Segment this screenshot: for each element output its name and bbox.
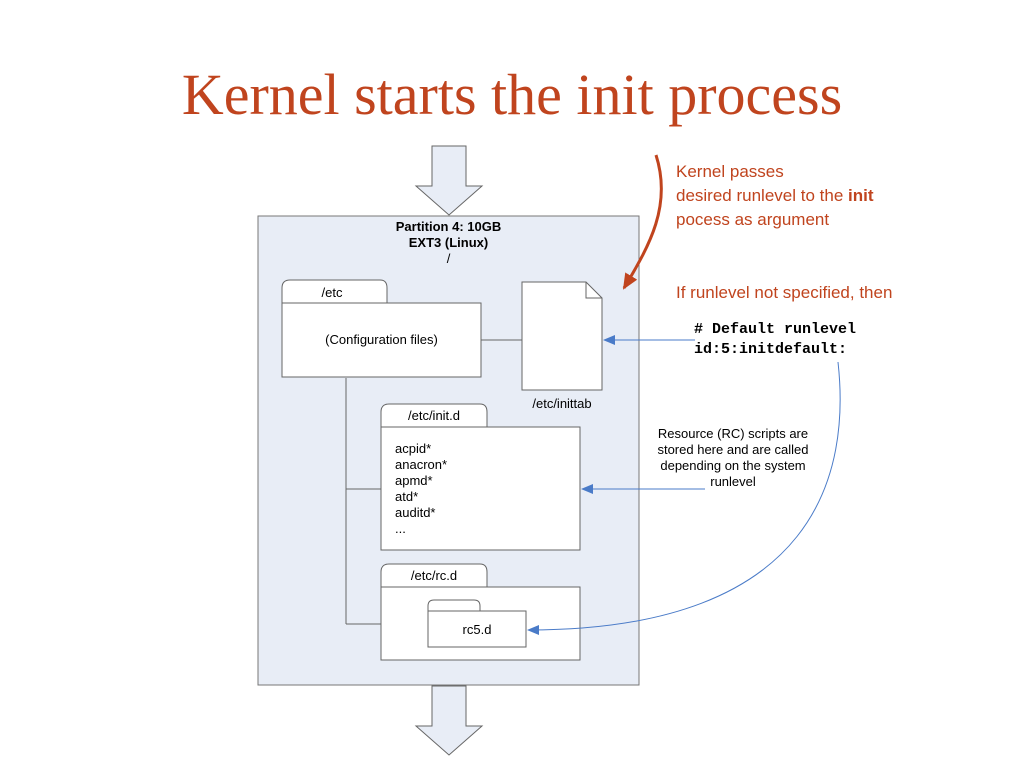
initd-tab-label: /etc/init.d (407, 408, 461, 423)
partition-label: Partition 4: 10GB EXT3 (Linux) / (258, 219, 639, 267)
rc-note-line3: depending on the system (660, 458, 806, 473)
runlevel-default-note: If runlevel not specified, then (676, 283, 893, 302)
rcd-folder (380, 563, 581, 661)
kernel-callout-arrow (622, 154, 663, 290)
rc-note-line1: Resource (RC) scripts are (657, 426, 809, 441)
initd-file: apmd* (395, 473, 433, 488)
initd-file: auditd* (395, 505, 436, 520)
bottom-down-arrow (414, 685, 484, 756)
runlevel-curve-connector (527, 361, 841, 635)
inittab-document (521, 281, 603, 391)
rc-scripts-note: Resource (RC) scripts are stored here an… (636, 426, 830, 490)
slide-title: Kernel starts the init process (181, 62, 843, 127)
inittab-code-snippet: # Default runlevel id:5:initdefault: (694, 320, 856, 360)
rc5d-label: rc5.d (462, 622, 492, 637)
initd-file: ... (395, 521, 406, 536)
partition-root: / (446, 251, 451, 266)
code-line-initdefault: id:5:initdefault: (694, 341, 848, 358)
initd-file-list: acpid* anacron* apmd* atd* auditd* ... (395, 441, 447, 537)
tree-lines (345, 339, 522, 625)
initd-file: atd* (395, 489, 419, 504)
inittab-label: /etc/inittab (532, 396, 592, 411)
top-down-arrow (414, 145, 484, 216)
rc-note-line2: stored here and are called (657, 442, 809, 457)
etc-folder (281, 279, 482, 378)
rcd-tab-label: /etc/rc.d (410, 568, 458, 583)
kernel-note-line3: pocess as argument (676, 210, 830, 229)
initd-file: anacron* (395, 457, 448, 472)
kernel-note-line1: Kernel passes (676, 162, 784, 181)
kernel-passes-note: Kernel passes desired runlevel to the in… (676, 160, 874, 232)
code-line-comment: # Default runlevel (694, 321, 857, 338)
partition-fs: EXT3 (Linux) (408, 235, 489, 250)
kernel-note-line2: desired runlevel to the init (676, 184, 874, 208)
initd-folder (380, 403, 581, 551)
init-keyword: init (848, 186, 874, 205)
initd-file: acpid* (395, 441, 432, 456)
partition-name: Partition 4: 10GB (395, 219, 502, 234)
rc-note-line4: runlevel (710, 474, 756, 489)
kernel-note-line2-text: desired runlevel to the (676, 186, 848, 205)
etc-tab-label: /etc (321, 285, 343, 300)
etc-content-label: (Configuration files) (325, 332, 438, 347)
rc5d-folder (427, 610, 527, 648)
